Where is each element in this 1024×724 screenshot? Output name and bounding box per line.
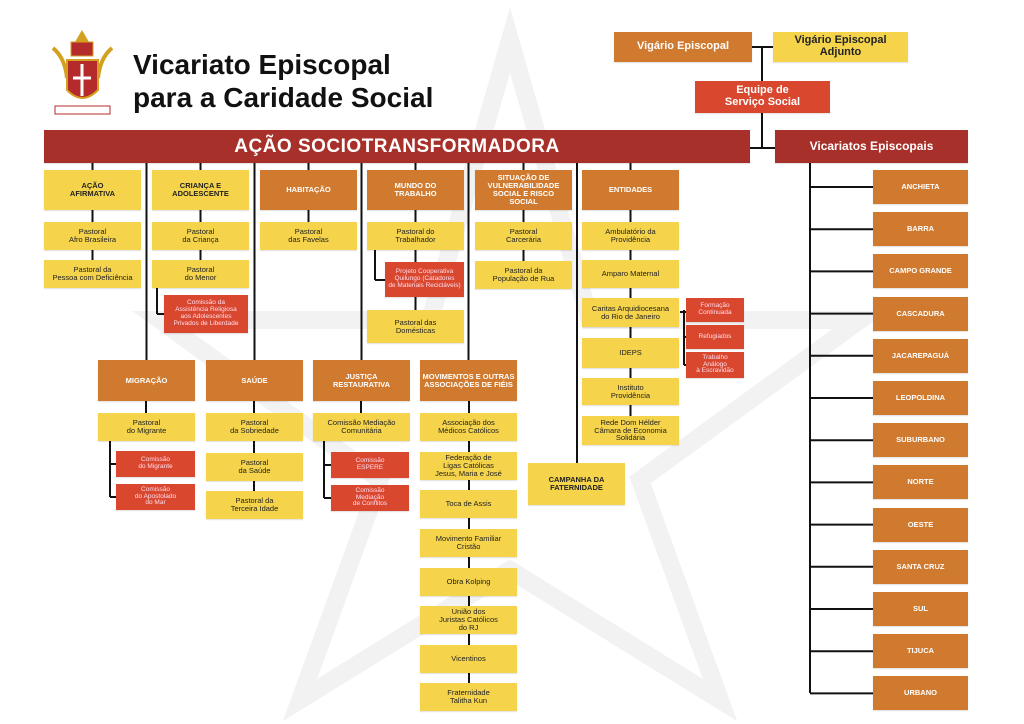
area-item: Federação de Ligas Católicas Jesus, Mari… [420,452,517,480]
sub-item: Comissão Mediação de Conflitos [331,485,409,511]
area-item: Toca de Assis [420,490,517,518]
sub-item: Comissão do Migrante [116,451,195,477]
area-header: SITUAÇÃO DE VULNERABILIDADE SOCIAL E RIS… [475,170,572,210]
vicariato-item: TIJUCA [873,634,968,669]
vicariato-item: BARRA [873,212,968,247]
area-item: Pastoral das Favelas [260,222,357,250]
area-item: Instituto Providência [582,378,679,405]
area-item: Rede Dom Hélder Câmara de Economia Solid… [582,416,679,445]
vicariato-item: NORTE [873,465,968,500]
sub-item: Refugiados [686,325,744,349]
area-item: Pastoral da Saúde [206,453,303,481]
title-line-2: para a Caridade Social [133,82,434,113]
area-item: Comissão Mediação Comunitária [313,413,410,441]
vigario-adjunto-box: Vigário Episcopal Adjunto [773,32,908,62]
area-item: Pastoral das Domésticas [367,310,464,343]
sub-item: Comissão da Assistência Religiosa aos Ad… [164,295,248,333]
area-item: Movimento Familiar Cristão [420,529,517,557]
vicariato-item: ANCHIETA [873,170,968,204]
area-item: Associação dos Médicos Católicos [420,413,517,441]
vicariato-item: CAMPO GRANDE [873,254,968,289]
vicariato-item: CASCADURA [873,296,968,331]
area-item: Fraternidade Talitha Kun [420,683,517,711]
area-header: MUNDO DO TRABALHO [367,170,464,210]
page-title: Vicariato Episcopal para a Caridade Soci… [133,48,433,114]
vicariato-item: JACAREPAGUÁ [873,338,968,373]
area-header: CRIANÇA E ADOLESCENTE [152,170,249,210]
area-header: HABITAÇÃO [260,170,357,210]
area-item: Amparo Maternal [582,260,679,288]
area-header: AÇÃO AFIRMATIVA [44,170,141,210]
sub-item: Formação Continuada [686,298,744,322]
title-line-1: Vicariato Episcopal [133,49,391,80]
area-item: Pastoral da Pessoa com Deficiência [44,260,141,288]
campanha-fraternidade-box: CAMPANHA DA FATERNIDADE [528,463,625,505]
area-item: Pastoral da Sobriedade [206,413,303,441]
area-item: IDEPS [582,338,679,368]
vicariato-item: OESTE [873,507,968,542]
vicariato-item: SANTA CRUZ [873,549,968,584]
sub-item: Trabalho Análogo à Escravidão [686,352,744,378]
sub-item: Comissão do Apostolado do Mar [116,484,195,510]
sub-item: Projeto Cooperativa Quilungo (Catadores … [385,262,464,297]
vigario-episcopal-box: Vigário Episcopal [614,32,752,62]
area-item: Pastoral do Trabalhador [367,222,464,250]
vicariato-item: URBANO [873,676,968,711]
vicariato-item: LEOPOLDINA [873,381,968,415]
area-item: Pastoral da Criança [152,222,249,250]
area-item: Pastoral da População de Rua [475,261,572,289]
area-item: Ambulatório da Providência [582,222,679,250]
area-item: Vicentinos [420,645,517,673]
area-item: Pastoral Carcerária [475,222,572,250]
area-header: JUSTIÇA RESTAURATIVA [313,360,410,401]
area-item: Obra Kolping [420,568,517,596]
area-header: SAÚDE [206,360,303,401]
vicariato-item: SUL [873,592,968,626]
equipe-servico-social-box: Equipe de Serviço Social [695,81,830,113]
acao-sociotransformadora-bar: AÇÃO SOCIOTRANSFORMADORA [44,130,750,163]
area-item: União dos Juristas Católicos do RJ [420,606,517,634]
area-item: Caritas Arquidiocesana do Rio de Janeiro [582,298,679,327]
area-item: Pastoral do Menor [152,260,249,288]
area-item: Pastoral do Migrante [98,413,195,441]
vicariato-item: SUBURBANO [873,423,968,458]
area-header: MIGRAÇÃO [98,360,195,401]
sub-item: Comissão ESPERE [331,452,409,478]
vicariatos-episcopais-header: Vicariatos Episcopais [775,130,968,163]
area-item: Pastoral Afro Brasileira [44,222,141,250]
area-header: MOVIMENTOS E OUTRAS ASSOCIAÇÕES DE FIÉIS [420,360,517,401]
logo-coat-of-arms [45,28,120,118]
area-header: ENTIDADES [582,170,679,210]
area-item: Pastoral da Terceira Idade [206,491,303,519]
